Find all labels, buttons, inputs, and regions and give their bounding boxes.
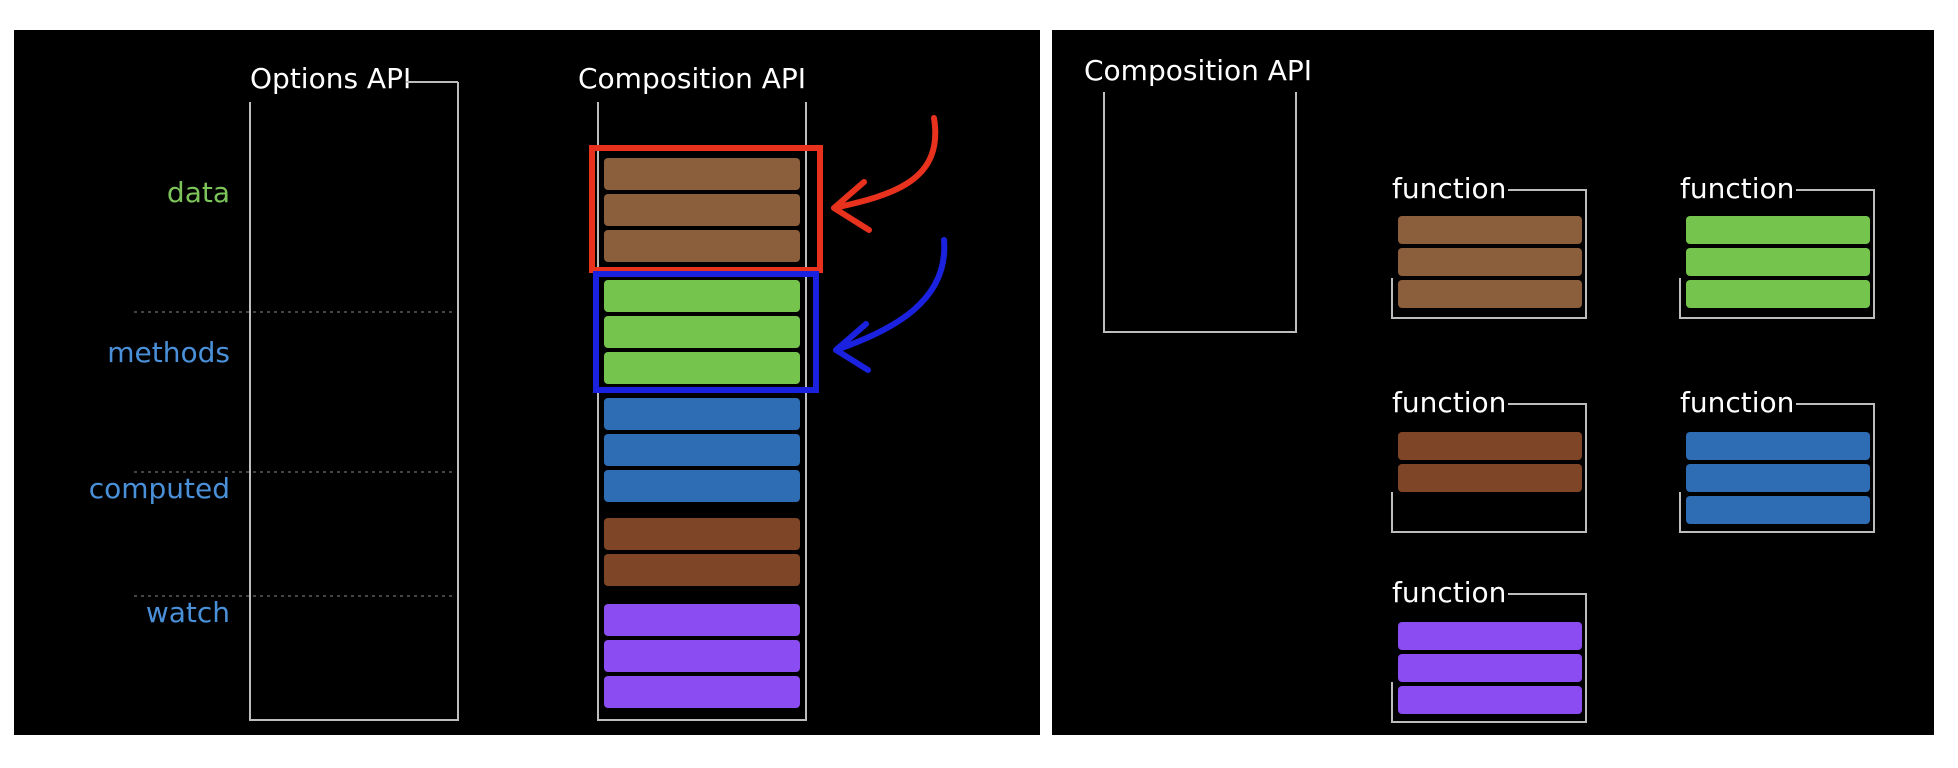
stack-block-computed-1 — [604, 398, 800, 430]
function-5-block-3 — [1398, 686, 1582, 714]
option-label-methods: methods — [107, 336, 230, 369]
stack-block-watch-3 — [604, 676, 800, 708]
option-label-data: data — [167, 176, 230, 209]
function-group-1: function — [1391, 172, 1587, 319]
function-label-5: function — [1392, 576, 1506, 609]
stack-block-extra-2 — [604, 554, 800, 586]
function-3-block-1 — [1398, 432, 1582, 460]
red-arrow-icon — [831, 115, 939, 233]
options-vs-composition-diagram: Options API data methods computed watch … — [89, 62, 948, 721]
function-5-block-1 — [1398, 622, 1582, 650]
function-label-2: function — [1680, 172, 1794, 205]
right-composition-api-title: Composition API — [1084, 54, 1312, 87]
function-group-5: function — [1391, 576, 1587, 723]
option-label-watch: watch — [146, 596, 230, 629]
stack-block-data-2 — [604, 194, 800, 226]
function-frame-5 — [1391, 593, 1587, 723]
right-composition-api-frame — [1103, 92, 1297, 333]
function-2-block-3 — [1686, 280, 1870, 308]
option-label-computed: computed — [89, 472, 230, 505]
red-highlight-box — [589, 145, 823, 273]
function-3-block-2 — [1398, 464, 1582, 492]
options-vs-composition-panel: Options API data methods computed watch … — [14, 30, 1040, 735]
options-api-title: Options API — [250, 62, 411, 95]
stack-block-computed-3 — [604, 470, 800, 502]
function-frame-3 — [1391, 403, 1587, 533]
stack-block-data-1 — [604, 158, 800, 190]
composition-block-stack — [604, 158, 800, 708]
function-label-3: function — [1392, 386, 1506, 419]
stack-block-methods-3 — [604, 352, 800, 384]
blue-highlight-box — [593, 271, 819, 393]
function-label-1: function — [1392, 172, 1506, 205]
function-frame-2 — [1679, 189, 1875, 319]
function-group-4: function — [1679, 386, 1875, 533]
composition-functions-panel: Composition API function function functi… — [1052, 30, 1934, 735]
stack-block-data-3 — [604, 230, 800, 262]
function-frame-1 — [1391, 189, 1587, 319]
function-label-4: function — [1680, 386, 1794, 419]
function-5-block-2 — [1398, 654, 1582, 682]
composition-functions-diagram: Composition API function function functi… — [1084, 54, 1875, 723]
stack-block-methods-2 — [604, 316, 800, 348]
function-1-block-2 — [1398, 248, 1582, 276]
stack-block-watch-2 — [604, 640, 800, 672]
stack-block-computed-2 — [604, 434, 800, 466]
function-4-block-1 — [1686, 432, 1870, 460]
function-1-block-1 — [1398, 216, 1582, 244]
stack-block-methods-1 — [604, 280, 800, 312]
options-api-frame — [249, 82, 459, 721]
function-group-2: function — [1679, 172, 1875, 319]
function-group-3: function — [1391, 386, 1587, 533]
function-2-block-2 — [1686, 248, 1870, 276]
function-4-block-2 — [1686, 464, 1870, 492]
composition-api-title: Composition API — [578, 62, 806, 95]
function-4-block-3 — [1686, 496, 1870, 524]
blue-arrow-icon — [833, 237, 948, 373]
function-2-block-1 — [1686, 216, 1870, 244]
composition-api-frame — [597, 102, 807, 721]
function-frame-4 — [1679, 403, 1875, 533]
stack-block-extra-1 — [604, 518, 800, 550]
stack-block-watch-1 — [604, 604, 800, 636]
function-1-block-3 — [1398, 280, 1582, 308]
